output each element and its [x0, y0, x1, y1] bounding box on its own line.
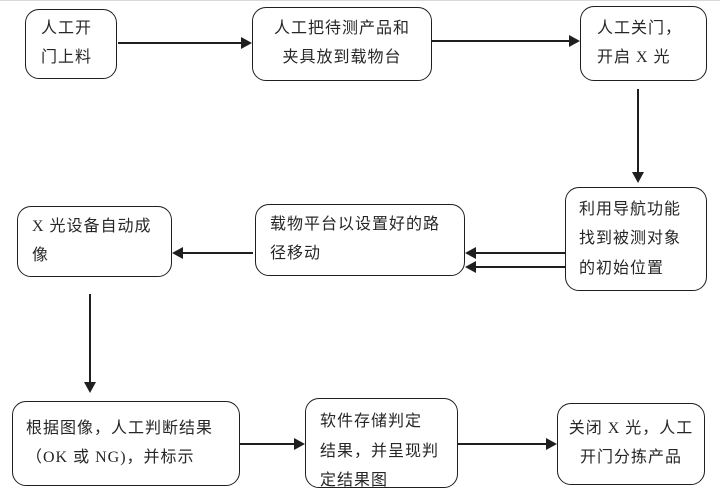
- arrow-place-to-close-door: [432, 35, 580, 47]
- node-text-line: 载物平台以设置好的路: [270, 216, 441, 234]
- arrow-navigate-to-stage-move-2: [465, 261, 565, 273]
- flow-node-close-door: 人工关门， 开启 X 光: [580, 6, 707, 81]
- node-text-line: 利用导航功能: [579, 200, 682, 218]
- node-text-line: 找到被测对象: [579, 230, 682, 248]
- node-text-line: 软件存储判定: [320, 413, 423, 430]
- node-text-line: 人工把待测产品和: [273, 20, 410, 38]
- node-text-line: 夹具放到载物台: [282, 49, 402, 66]
- arrow-stage-move-to-imaging: [172, 247, 253, 259]
- flow-node-place: 人工把待测产品和 夹具放到载物台: [252, 7, 432, 81]
- arrow-store-to-sort: [458, 438, 557, 450]
- arrow-imaging-to-judge: [84, 294, 96, 393]
- node-text-line: X 光设备自动成: [32, 217, 152, 235]
- flow-node-judge: 根据图像，人工判断结果 （OK 或 NG)，并标示: [12, 401, 240, 486]
- node-text-line: 像: [32, 246, 50, 264]
- node-text-line: 关闭 X 光，人工: [568, 420, 694, 438]
- flow-node-load: 人工开 门上料: [25, 9, 117, 79]
- node-text-line: 开启 X 光: [597, 48, 671, 66]
- node-text-line: 人工开: [41, 20, 93, 38]
- node-text-line: 人工关门，: [597, 19, 683, 37]
- node-text-line: 根据图像，人工判断结果: [26, 419, 214, 437]
- node-text-line: 定结果图: [320, 472, 389, 488]
- arrow-load-to-place: [118, 37, 252, 49]
- node-text-line: 开门分拣产品: [579, 449, 682, 466]
- flow-node-stage-move: 载物平台以设置好的路 径移动: [255, 204, 465, 276]
- node-text-line: 的初始位置: [579, 259, 665, 277]
- flow-node-navigate: 利用导航功能 找到被测对象 的初始位置: [565, 187, 707, 291]
- node-text-line: 结果，并呈现判: [320, 442, 440, 460]
- arrow-navigate-to-stage-move-1: [465, 247, 565, 259]
- flow-node-sort: 关闭 X 光，人工 开门分拣产品: [557, 403, 705, 485]
- node-text-line: （OK 或 NG)，并标示: [26, 448, 195, 466]
- node-text-line: 径移动: [270, 245, 322, 262]
- arrow-close-door-to-navigate: [632, 89, 644, 183]
- node-text-line: 门上料: [41, 49, 93, 66]
- flow-node-imaging: X 光设备自动成 像: [17, 206, 172, 277]
- arrow-judge-to-store: [239, 438, 305, 450]
- flow-node-store: 软件存储判定 结果，并呈现判 定结果图: [305, 398, 458, 488]
